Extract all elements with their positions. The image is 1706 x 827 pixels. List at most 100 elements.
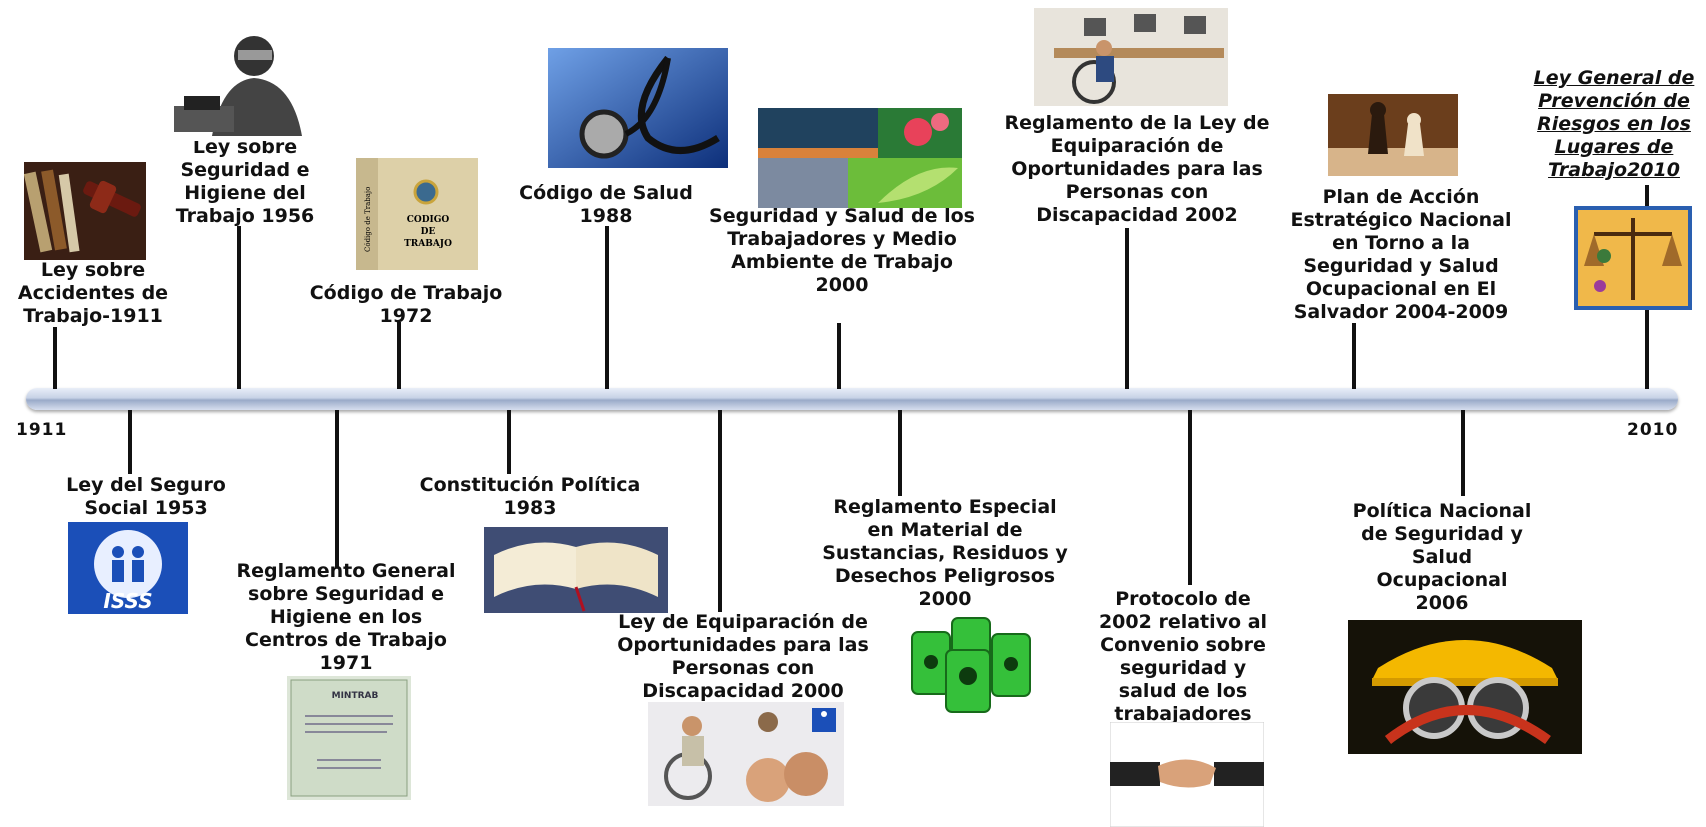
- event-label-line: Higiene en los: [269, 606, 423, 628]
- event-label-line: Trabajadores y Medio: [727, 228, 957, 250]
- event-label-line: trabajadores: [1114, 703, 1252, 725]
- event-label-line: Social 1953: [84, 497, 208, 519]
- stem-1971: [335, 410, 339, 568]
- event-label-line: en Torno a la: [1332, 232, 1470, 254]
- timeline-axis: [26, 388, 1678, 410]
- event-label-line: en Material de: [867, 519, 1023, 541]
- stem-2006: [1461, 410, 1465, 496]
- event-label-line: Equiparación de: [1050, 135, 1224, 157]
- event-label-line: Accidentes de: [17, 282, 169, 304]
- event-label-line: Ley del Seguro: [66, 474, 226, 496]
- stem-1953: [128, 410, 132, 474]
- labor-code-book-image: CODIGO DE TRABAJO Código de Trabajo: [352, 152, 482, 274]
- event-label-line: 1972: [379, 305, 433, 327]
- event-label-line: 2006: [1415, 592, 1469, 614]
- event-label-line: Plan de Acción: [1322, 186, 1480, 208]
- event-label-line: Centros de Trabajo: [245, 629, 447, 651]
- event-label-line: Seguridad y Salud de los: [709, 205, 975, 227]
- end-year: 2010: [1627, 420, 1679, 440]
- open-book-image: [484, 527, 668, 613]
- event-label-line: Ley General de: [1533, 67, 1695, 89]
- isss-logo-image: ISSS: [68, 522, 188, 614]
- stem-1983: [507, 410, 511, 474]
- event-label-line: Salvador 2004-2009: [1293, 301, 1509, 323]
- event-label-line: Ley sobre: [40, 259, 146, 281]
- event-label-line: Ley de Equiparación de: [618, 611, 868, 633]
- event-label-line: 1988: [579, 205, 633, 227]
- event-label-line: Ocupacional: [1376, 569, 1508, 591]
- event-label-line: Seguridad e: [180, 159, 310, 181]
- mintrab-logo-text: MINTRAB: [332, 691, 379, 701]
- book-title-2: DE: [421, 227, 436, 237]
- event-label-line: Personas con: [671, 657, 815, 679]
- stem-2004: [1352, 323, 1356, 389]
- gavel-books-image: [24, 162, 146, 260]
- office-workers-image: [1034, 8, 1228, 106]
- stem-2002b: [1188, 410, 1192, 585]
- event-label-line: Personas con: [1065, 181, 1209, 203]
- book-spine: Código de Trabajo: [364, 187, 372, 252]
- justice-scale-image: [1574, 206, 1692, 310]
- event-label-line: salud de los: [1118, 680, 1248, 702]
- stem-1988: [605, 226, 609, 389]
- event-label-line: Oportunidades para las: [1011, 158, 1263, 180]
- chess-pieces-image: [1328, 94, 1458, 176]
- event-label-line: Desechos Peligrosos: [834, 565, 1056, 587]
- event-label-line: Protocolo de: [1115, 588, 1251, 610]
- worker-sketch-image: [162, 26, 332, 141]
- stethoscope-image: [548, 48, 728, 168]
- event-label-line: Ley sobre: [192, 136, 298, 158]
- start-year: 1911: [16, 420, 68, 440]
- event-label-line: Ocupacional en El: [1305, 278, 1497, 300]
- stem-1972: [397, 322, 401, 389]
- event-label-line: 2002 relativo al: [1098, 611, 1268, 633]
- event-label-line: Riesgos en los: [1537, 113, 1691, 135]
- event-label-line: Estratégico Nacional: [1290, 209, 1512, 231]
- toxic-barrels-image: [906, 612, 1036, 716]
- event-label-line: Prevención de: [1538, 90, 1690, 112]
- event-label-line: Ambiente de Trabajo: [731, 251, 953, 273]
- event-label-line: Política Nacional: [1352, 500, 1532, 522]
- event-label-line: Discapacidad 2000: [642, 680, 844, 702]
- stem-1956: [237, 226, 241, 389]
- event-label-line: Higiene del: [184, 182, 306, 204]
- event-label-line: Trabajo-1911: [23, 305, 163, 327]
- event-label-line: Seguridad y Salud: [1303, 255, 1499, 277]
- event-label-line: Oportunidades para las: [617, 634, 869, 656]
- stem-2000a: [718, 410, 722, 612]
- event-label-line: Salud: [1411, 546, 1473, 568]
- event-label-line: Convenio sobre: [1100, 634, 1266, 656]
- stem-2000c: [898, 410, 902, 496]
- event-label-line: Constitución Política: [419, 474, 641, 496]
- event-label-line: Trabajo 1956: [175, 205, 315, 227]
- event-label-line: Código de Trabajo: [309, 282, 503, 304]
- environment-collage-image: [758, 108, 962, 208]
- event-label-line: Reglamento Especial: [833, 496, 1057, 518]
- event-label-line: Lugares de: [1554, 136, 1674, 158]
- stem-2002a: [1125, 228, 1129, 389]
- event-label-line: 2000: [815, 274, 869, 296]
- mintrab-booklet-image: MINTRAB: [287, 676, 411, 800]
- event-label-line: sobre Seguridad e: [248, 583, 444, 605]
- event-label-line: Código de Salud: [519, 182, 693, 204]
- stem-2000b: [837, 323, 841, 389]
- handshake-image: [1110, 722, 1264, 827]
- stem-1911: [53, 327, 57, 389]
- event-label-line: 2000: [918, 588, 972, 610]
- book-title-3: TRABAJO: [404, 239, 452, 249]
- isss-logo-text: ISSS: [103, 589, 152, 613]
